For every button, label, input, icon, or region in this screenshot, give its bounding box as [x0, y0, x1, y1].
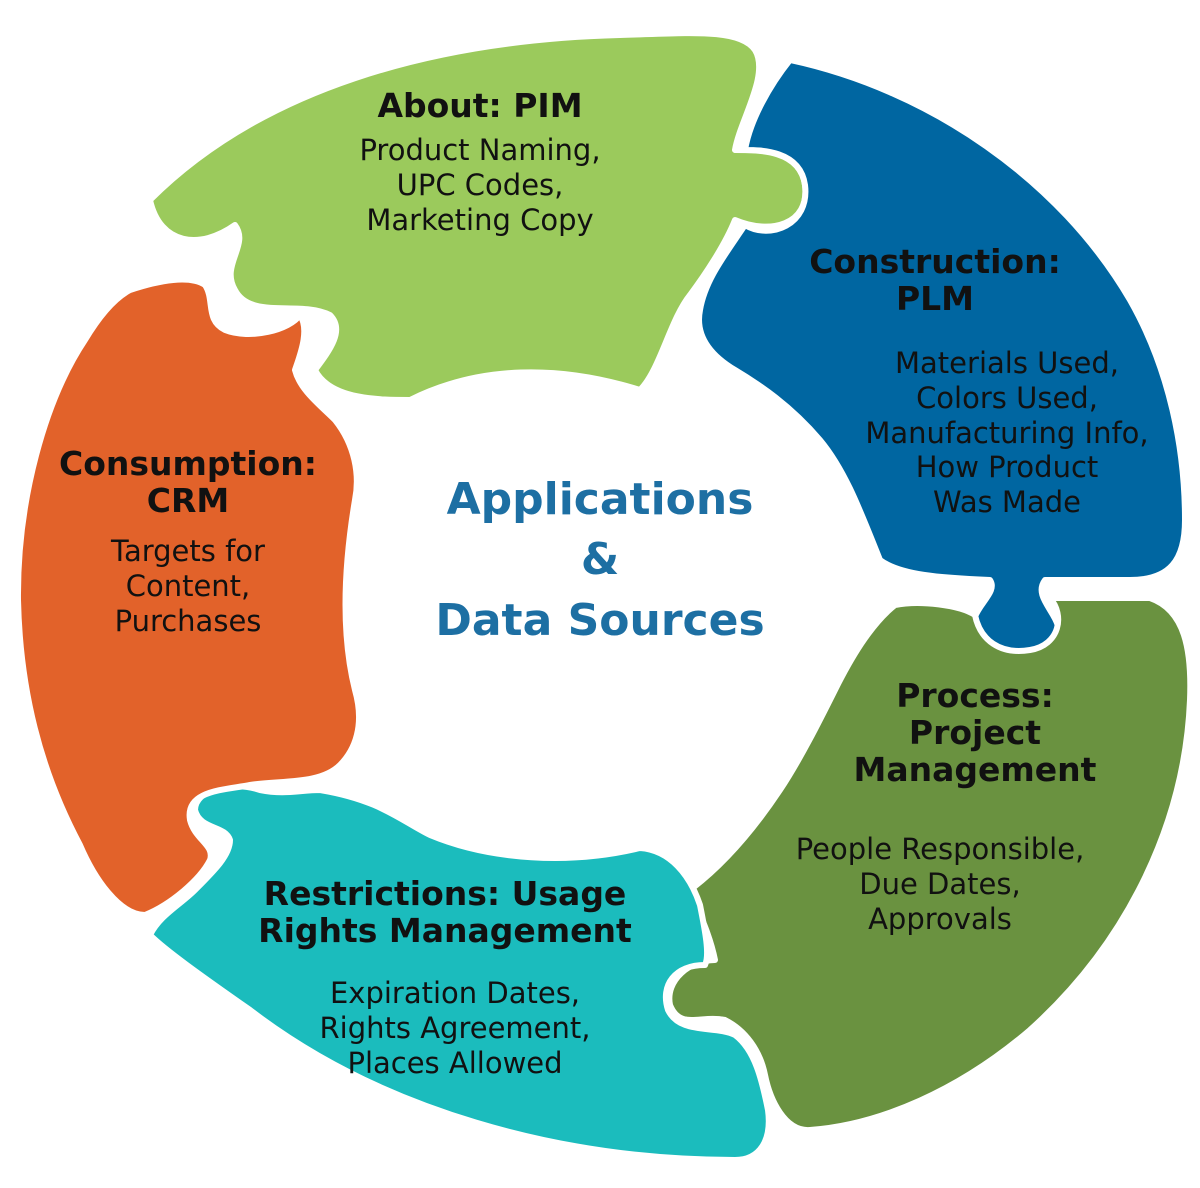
project-title: Management: [853, 749, 1097, 789]
center-title-line1: Applications: [446, 474, 754, 525]
center-title-line2: &: [580, 534, 620, 586]
plm-title: Construction:: [809, 242, 1061, 281]
pim-line: UPC Codes,: [396, 167, 564, 202]
pim-piece: [147, 30, 809, 403]
rights-line: Expiration Dates,: [329, 976, 581, 1010]
crm-line: Targets for: [111, 533, 265, 568]
project-line: Due Dates,: [859, 866, 1021, 901]
crm-piece: [14, 276, 363, 918]
plm-line: Materials Used,: [895, 346, 1119, 380]
plm-line: Colors Used,: [916, 380, 1098, 415]
rights-line: Places Allowed: [347, 1045, 563, 1080]
plm-line: How Product: [915, 450, 1099, 485]
project-title-block: Process: Project Management: [820, 676, 1130, 789]
center-title-line3: Data Sources: [435, 594, 765, 646]
plm-line: Manufacturing Info,: [865, 415, 1149, 450]
rights-piece: [147, 783, 772, 1163]
rights-line: Rights Agreement,: [319, 1010, 591, 1045]
pim-line: Marketing Copy: [366, 202, 594, 237]
crm-line: Content,: [125, 568, 251, 603]
project-piece: [666, 595, 1194, 1134]
project-line: Approvals: [868, 901, 1012, 936]
project-lines-block: People Responsible, Due Dates, Approvals: [755, 832, 1125, 936]
project-title: Process:: [896, 676, 1054, 715]
pim-label: About: PIM Product Naming, UPC Codes, Ma…: [300, 86, 660, 237]
crm-title: Consumption:: [59, 444, 317, 483]
plm-title: PLM: [895, 278, 975, 318]
project-line: People Responsible,: [795, 832, 1085, 866]
rights-lines-block: Expiration Dates, Rights Agreement, Plac…: [270, 976, 640, 1080]
plm-piece: [696, 57, 1188, 660]
crm-line: Purchases: [114, 603, 262, 638]
project-title: Project: [908, 712, 1042, 752]
crm-title: CRM: [146, 480, 230, 520]
plm-lines-block: Materials Used, Colors Used, Manufacturi…: [842, 346, 1172, 520]
rights-title-block: Restrictions: Usage Rights Management: [235, 874, 655, 950]
crm-label: Consumption: CRM Targets for Content, Pu…: [38, 444, 338, 638]
plm-title-block: Construction: PLM: [790, 242, 1080, 318]
plm-line: Was Made: [933, 485, 1081, 520]
rights-title: Restrictions: Usage: [263, 874, 627, 913]
pim-line: Product Naming,: [359, 132, 601, 167]
center-title: Applications & Data Sources: [380, 470, 820, 651]
rights-title: Rights Management: [258, 910, 632, 950]
pim-title: About: PIM: [377, 86, 583, 125]
